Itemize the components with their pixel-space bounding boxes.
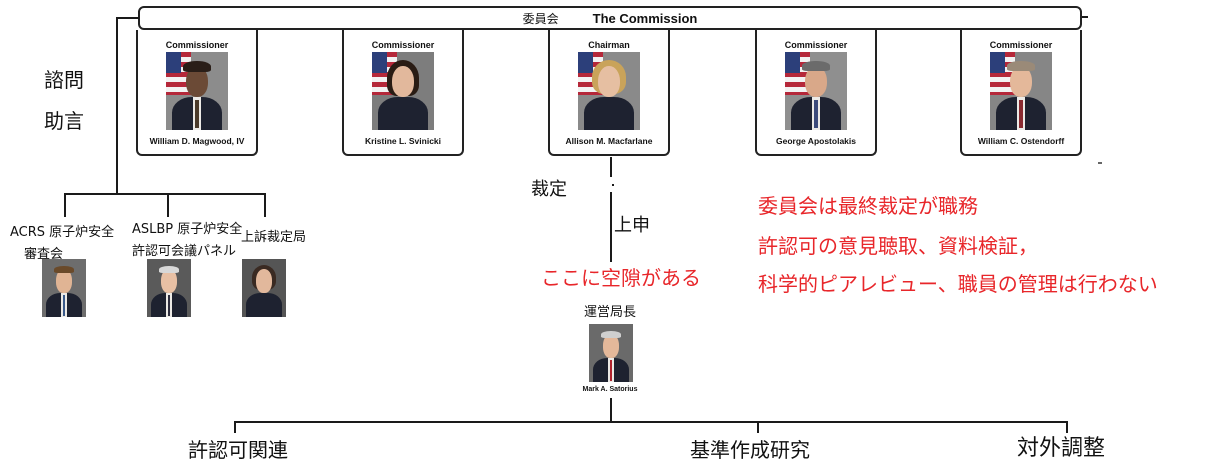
member-portrait [990, 52, 1052, 130]
connector-line [610, 398, 612, 422]
connector-line [234, 421, 1068, 423]
branch-research: 基準作成研究 [690, 438, 810, 462]
connector-line [117, 17, 139, 19]
member-name: William C. Ostendorff [977, 136, 1065, 146]
aslbp-label-2: 許認可会議パネル [132, 244, 237, 259]
gap-note: ここに空隙がある [541, 266, 701, 290]
branch-external: 対外調整 [1017, 436, 1106, 461]
connector-line [757, 421, 759, 433]
member-name: Allison M. Macfarlane [565, 136, 653, 146]
member-role: Chairman [588, 40, 630, 50]
member-card-ostendorff: Commissioner William C. Ostendorff [960, 30, 1082, 156]
member-card-svinicki: Commissioner Kristine L. Svinicki [342, 30, 464, 156]
annotation-line-1: 委員会は最終裁定が職務 [758, 194, 978, 218]
acrs-label: ACRS 原子炉安全 [10, 225, 115, 240]
connector-line [167, 193, 169, 217]
connector-line [1066, 421, 1068, 433]
connector-line [610, 192, 612, 262]
appeal-portrait [242, 259, 286, 317]
member-role: Commissioner [371, 40, 435, 50]
member-name: Kristine L. Svinicki [364, 136, 442, 146]
aslbp-label: ASLBP 原子炉安全 [132, 222, 243, 237]
connector-line [264, 193, 266, 217]
acrs-portrait [42, 259, 86, 317]
member-portrait [372, 52, 434, 130]
branch-licensing: 許認可関連 [188, 438, 288, 462]
aslbp-portrait [147, 259, 191, 317]
appeal-label: 上訴裁定局 [241, 230, 307, 245]
connector-line [116, 17, 118, 194]
connector-line [64, 193, 66, 217]
report-up-label: 上申 [614, 215, 650, 236]
commission-bar: 委員会 The Commission [138, 6, 1082, 30]
member-name: George Apostolakis [776, 136, 856, 146]
commission-title-en: The Commission [592, 10, 698, 26]
member-card-magwood: Commissioner William D. Magwood, IV [136, 30, 258, 156]
advice-label: 助言 [44, 109, 84, 133]
acrs-label-2: 審査会 [24, 247, 64, 262]
connector-line [612, 184, 614, 186]
connector-line [1098, 162, 1102, 164]
member-card-apostolakis: Commissioner George Apostolakis [755, 30, 877, 156]
member-role: Commissioner [165, 40, 229, 50]
commission-title-jp: 委員会 [522, 11, 559, 26]
member-card-macfarlane: Chairman Allison M. Macfarlane [548, 30, 670, 156]
member-portrait [166, 52, 228, 130]
connector-line [1082, 16, 1088, 18]
member-name: William D. Magwood, IV [149, 136, 245, 146]
annotation-line-3: 科学的ピアレビュー、職員の管理は行わない [758, 272, 1158, 296]
edo-name: Mark A. Satorius [582, 386, 638, 393]
connector-line [234, 421, 236, 433]
edo-title: 運営局長 [584, 305, 637, 320]
member-portrait [785, 52, 847, 130]
annotation-line-2: 許認可の意見聴取、資料検証， [758, 234, 1038, 258]
member-role: Commissioner [784, 40, 848, 50]
member-role: Commissioner [989, 40, 1053, 50]
decision-label: 裁定 [531, 179, 567, 200]
consult-label: 諮問 [44, 68, 84, 92]
member-portrait [578, 52, 640, 130]
connector-line [64, 193, 266, 195]
edo-portrait [589, 324, 633, 382]
connector-line [610, 157, 612, 177]
